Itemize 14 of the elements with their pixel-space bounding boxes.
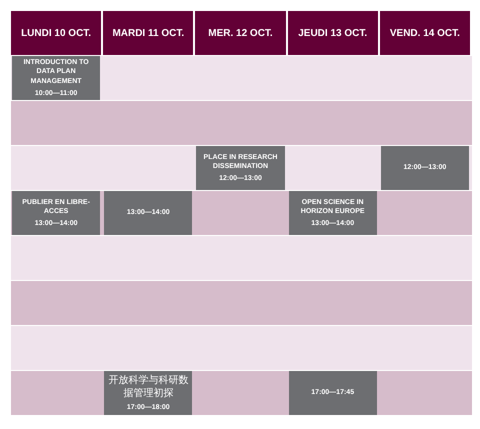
event-block xyxy=(380,146,469,190)
event-block xyxy=(104,371,192,415)
event-block xyxy=(12,191,100,235)
event-block xyxy=(12,56,100,100)
day-header: VEND. 14 OCT. xyxy=(380,11,470,55)
day-header: MARDI 11 OCT. xyxy=(103,11,194,55)
event-title: 开放科学与科研数据管理初探 xyxy=(108,374,188,400)
day-header: LUNDI 10 OCT. xyxy=(11,11,102,55)
event-block xyxy=(104,191,192,235)
day-header: JEUDI 13 OCT. xyxy=(288,11,378,55)
day-header: MER. 12 OCT. xyxy=(195,11,286,55)
event-block xyxy=(288,371,377,415)
event-block xyxy=(196,146,285,190)
event-block xyxy=(288,191,377,235)
